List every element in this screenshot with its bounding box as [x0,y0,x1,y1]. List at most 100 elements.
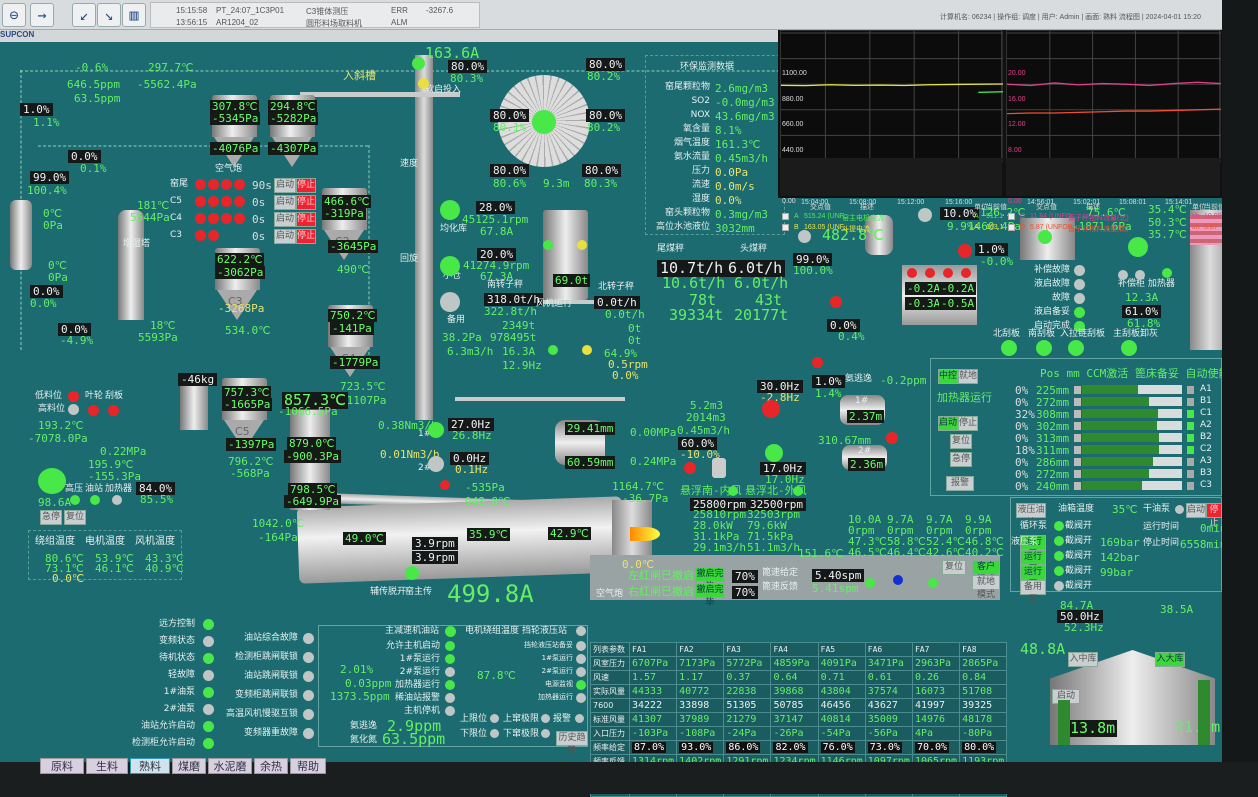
ccm-alarm-button[interactable]: 报警 [946,476,974,491]
tab-3[interactable]: 煤磨 [172,758,206,774]
table-cell[interactable]: 86.0% [723,740,772,755]
mode-button[interactable]: 就地模式 [972,575,1000,600]
table-cell[interactable]: 80.0% [959,740,1008,755]
redo-icon[interactable]: ↘ [97,3,121,27]
table-cell[interactable]: 76.0% [817,740,866,755]
tab-1[interactable]: 生料 [86,758,128,774]
value-readout: 左红闸已撤启 [628,569,694,582]
ccm-position-fill [1082,481,1142,490]
table-cell: 40772 [676,684,725,699]
ccm-start-button[interactable]: 启动 [938,416,958,431]
reset-button[interactable]: 复位 [64,510,86,525]
frequency-setpoint[interactable]: 73.0% [867,742,902,753]
conveyor [540,300,640,304]
tab-4[interactable]: 水泥磨 [208,758,252,774]
stacker-readout: 80.6% [493,177,527,190]
status-indicator [1054,581,1064,591]
hydraulic-station-button[interactable]: 液压油站 [1016,503,1046,528]
frequency-setpoint[interactable]: 86.0% [726,742,761,753]
dry-pump-stop[interactable]: 停止 [1206,503,1222,528]
table-cell: 5772Pa [723,656,772,671]
table-cell[interactable]: 93.0% [676,740,725,755]
air-cannon-stop-button[interactable]: 停止 [296,178,316,193]
frequency-setpoint[interactable]: 80.0% [962,742,997,753]
scraper-indicator[interactable] [1001,340,1017,356]
forward-icon[interactable]: → [30,3,54,27]
to-big-silo-button[interactable]: 入大库 [1155,652,1185,667]
status-indicator [203,687,214,698]
back-icon[interactable]: ⊖ [2,3,26,27]
emergency-stop-button[interactable]: 急停 [40,510,62,525]
value-readout: 100.4% [27,184,67,197]
table-cell[interactable]: 82.0% [770,740,819,755]
frequency-setpoint[interactable]: 87.0% [632,742,667,753]
table-cell: 39868 [770,684,819,699]
value-readout: 环保监测数据 [680,62,735,72]
trend-panel[interactable]: 1100.00880.00660.00440.00220.000.0015:04… [778,30,1225,233]
dry-pump-start[interactable]: 启动 [1186,503,1206,518]
ccm-stop-button[interactable]: 停止 [958,416,978,431]
scraper-indicator[interactable] [1121,340,1137,356]
history-trend-button[interactable]: 历史趋势 [556,731,588,756]
alarm-list[interactable]: 15:15:58 PT_24:07_1C3P01 C3锥体测压 ERR -326… [150,2,480,28]
mode-button[interactable]: 客户模式 [972,560,1000,585]
status-indicator [303,728,314,739]
air-cannon-start-button[interactable]: 启动 [274,178,296,193]
ccm-reset-button[interactable]: 复位 [950,434,972,449]
local-button[interactable]: 中控 [938,369,958,384]
value-readout: -1397Pa [226,438,277,451]
ccm-position: 302mm [1036,420,1070,433]
tab-6[interactable]: 帮助 [290,758,326,774]
remote-button[interactable]: 就地 [958,369,978,384]
legend-checkbox[interactable] [782,213,789,220]
ccm-position-fill [1082,457,1153,466]
table-cell: 2963Pa [911,656,961,671]
air-cannon-start-button[interactable]: 启动 [274,195,296,210]
hydraulic-pump-button[interactable]: 备用泵 [1020,580,1046,605]
air-cannon-start-button[interactable]: 启动 [274,212,296,227]
row-label: 实际风量 [590,684,630,699]
frequency-setpoint[interactable]: 82.0% [773,742,808,753]
legend-checkbox[interactable] [1008,224,1015,231]
tab-0[interactable]: 原料 [40,758,84,774]
stacker-readout: 9.3m [543,177,570,190]
frequency-setpoint[interactable]: 76.0% [820,742,855,753]
ccm-flag [1074,410,1081,418]
table-cell[interactable]: 87.0% [628,740,678,755]
air-cannon-start-button[interactable]: 启动 [274,229,296,244]
value-readout: 北转子秤 [598,282,635,292]
temp-header: 风机温度 [135,536,175,547]
value-readout: 17.0Hz [760,462,806,475]
valve-status: 截阀开 [1065,566,1093,576]
to-mid-silo-button[interactable]: 入中库 [1068,652,1098,667]
legend-checkbox[interactable] [782,224,789,231]
frequency-setpoint[interactable]: 70.0% [914,742,950,753]
undo-icon[interactable]: ↙ [72,3,96,27]
frequency-setpoint[interactable]: 93.0% [679,742,714,753]
table-cell[interactable]: 70.0% [911,740,961,755]
air-cannon-timer: 0s [252,230,266,243]
air-cannon-indicator [234,196,245,207]
hydraulic-pump-button[interactable]: 运行泵 [1020,565,1046,590]
trend-chart-left[interactable]: 1100.00880.00660.00440.00220.000.0015:04… [780,30,1004,206]
grate-clear-button[interactable]: 撤启完毕 [695,567,725,592]
ccm-position-fill [1082,433,1159,442]
scraper-indicator[interactable] [1036,340,1052,356]
scraper-indicator[interactable] [1068,340,1084,356]
air-cannon-stop-button[interactable]: 停止 [296,212,316,227]
grate-reset-button[interactable]: 复位 [942,560,966,575]
air-cannon-stop-button[interactable]: 停止 [296,195,316,210]
ccm-estop-button[interactable]: 急停 [950,452,972,467]
book-icon[interactable]: ▥ [122,3,146,27]
legend-checkbox[interactable] [1008,213,1015,220]
hydraulic-pump-button[interactable]: 运行泵 [1020,550,1046,575]
tab-5[interactable]: 余热 [254,758,288,774]
trend-chart-right[interactable]: 20.0016.0012.008.004.000.0014:56:0115:02… [1006,30,1222,206]
grate-clear-button[interactable]: 撤启完毕 [695,583,725,608]
tab-2[interactable]: 熟料 [130,758,170,774]
air-cannon-stop-button[interactable]: 停止 [296,229,316,244]
table-cell[interactable]: 73.0% [864,740,913,755]
value-readout: 43.3℃ [145,552,184,565]
